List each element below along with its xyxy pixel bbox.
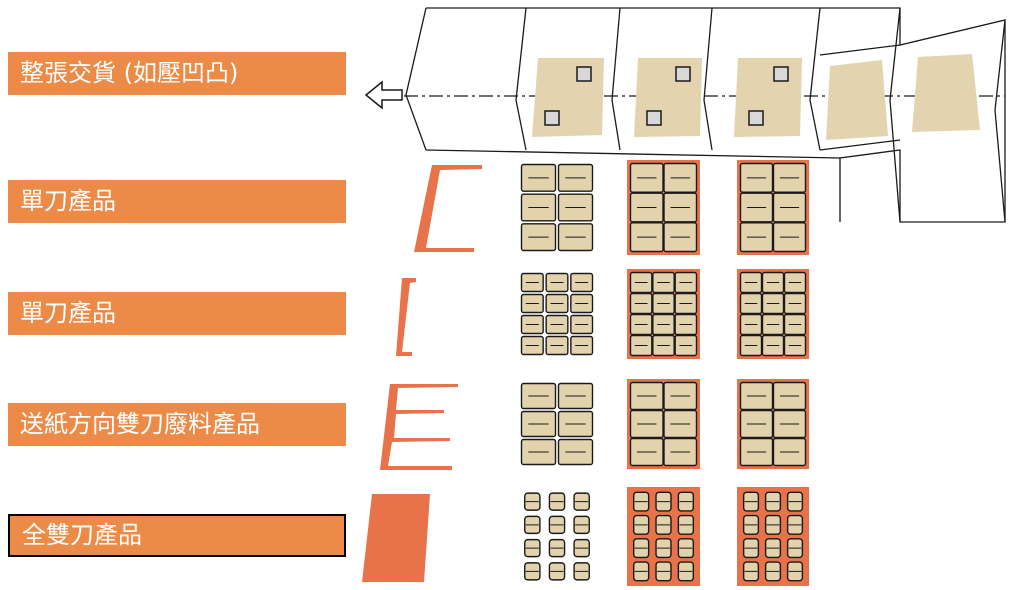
label-double-knife-waste: 送紙方向雙刀廢料產品: [8, 403, 346, 446]
stamp-icon: [773, 66, 789, 82]
product-group-single-knife-small-3: [737, 269, 809, 359]
sheet-4: [826, 60, 888, 140]
machine-frame: [405, 7, 1006, 223]
product-group-full-double-knife-3: [737, 487, 809, 586]
product-group-single-knife-small-2: [627, 269, 700, 359]
stamp-icon: [576, 66, 592, 82]
stamps: [544, 66, 789, 126]
stamp-icon: [675, 66, 691, 82]
product-group-full-double-knife-1: [524, 492, 590, 581]
product-group-double-knife-feed-3: [737, 379, 809, 469]
label-full-sheet: 整張交貨 (如壓凹凸): [8, 52, 346, 95]
product-grids: [520, 160, 809, 586]
sheet-2: [634, 58, 702, 137]
sheet-3: [734, 58, 802, 137]
label-single-knife-2: 單刀產品: [8, 292, 346, 335]
waste-corner-small: [396, 278, 416, 356]
stamp-icon: [748, 110, 764, 126]
label-single-knife-1: 單刀產品: [8, 180, 346, 223]
stamp-icon: [544, 110, 560, 126]
label-full-double-knife: 全雙刀產品: [8, 514, 346, 557]
product-group-single-knife-large-3: [737, 160, 809, 255]
product-group-single-knife-small-1: [520, 272, 594, 356]
sheet-5: [912, 54, 980, 132]
waste-outlines: [362, 165, 482, 582]
product-group-double-knife-feed-1: [520, 382, 594, 466]
product-group-single-knife-large-1: [520, 163, 594, 252]
waste-corner-large: [414, 165, 482, 252]
waste-comb: [380, 384, 458, 470]
stamp-icon: [646, 110, 662, 126]
feed-direction-arrow-icon: [364, 80, 403, 110]
product-group-double-knife-feed-2: [627, 379, 700, 469]
product-group-full-double-knife-2: [627, 487, 700, 586]
sheets: [532, 54, 980, 140]
waste-scatter: [362, 494, 430, 582]
product-group-single-knife-large-2: [627, 160, 700, 255]
sheet-1: [532, 58, 604, 137]
